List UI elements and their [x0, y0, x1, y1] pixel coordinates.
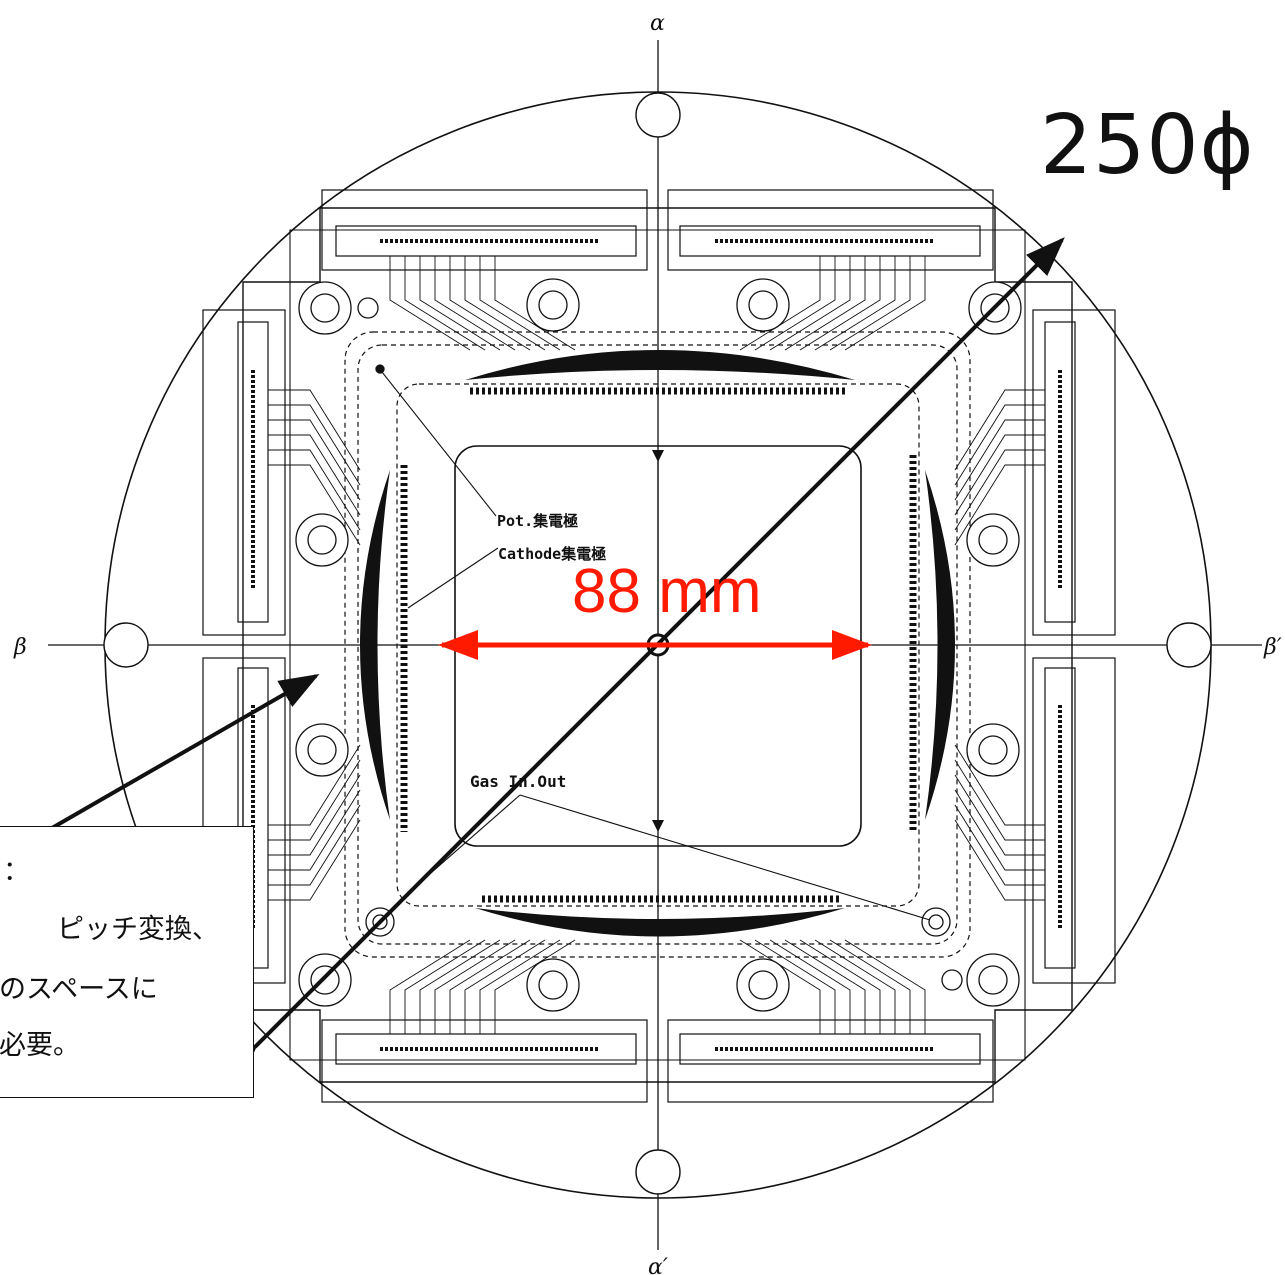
note-line-4: 必要。: [0, 1030, 80, 1061]
cathode-electrode-label: Cathode集電極: [498, 545, 606, 563]
connector-bottom-right: [667, 1019, 994, 1103]
gas-in-out-label: Gas In.Out: [470, 772, 566, 791]
connector-left-upper: [202, 309, 286, 636]
width-dimension-label: 88 mm: [572, 557, 762, 626]
note-line-2: ピッチ変換、: [57, 914, 219, 945]
note-line-3: のスペースに: [0, 974, 158, 1005]
note-pointer-arrow: [51, 674, 320, 830]
alpha-top-label: α: [650, 11, 665, 36]
beta-right-label: β′: [1263, 635, 1282, 660]
connector-bottom-left: [321, 1019, 648, 1103]
fanout-top: [465, 350, 855, 380]
fanout-bottom: [475, 908, 845, 937]
note-callout-box: ： ピッチ変換、 のスペースに 必要。: [0, 826, 254, 1098]
alignment-hole-top: [635, 92, 681, 138]
note-line-1: ：: [3, 856, 30, 887]
cathode-leader: [407, 547, 499, 609]
alpha-bottom-label: α′: [648, 1255, 668, 1275]
connector-right-lower: [1032, 657, 1116, 984]
flange-diameter-label: 250ϕ: [1040, 98, 1255, 193]
alignment-hole-right: [1166, 622, 1212, 668]
connector-right-upper: [1032, 309, 1116, 636]
alignment-hole-left: [103, 622, 149, 668]
beta-left-label: β: [13, 635, 27, 660]
pot-electrode-label: Pot.集電極: [497, 512, 578, 530]
alignment-hole-bottom: [635, 1149, 681, 1195]
